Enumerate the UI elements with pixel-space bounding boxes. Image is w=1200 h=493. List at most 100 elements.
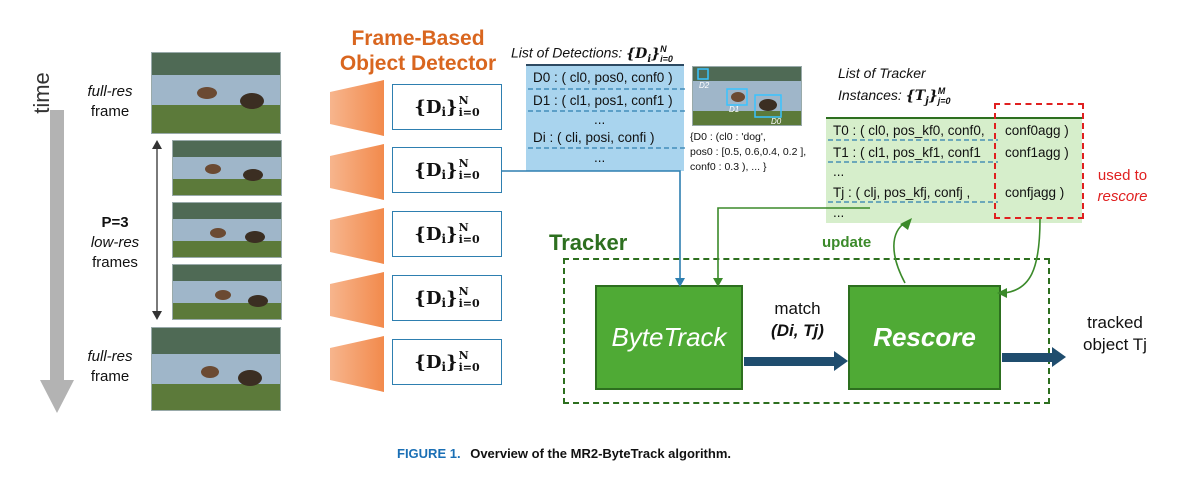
detections-title-sub: i <box>647 53 652 65</box>
det-set-sup: N <box>458 157 469 170</box>
detector-trapezoid-5 <box>330 336 384 392</box>
detector-trapezoid-1 <box>330 80 384 136</box>
low-res-label: P=3 low-res frames <box>80 213 150 273</box>
tracker-row-0: T0 : ( cl0, pos_kf0, conf0, <box>833 123 985 138</box>
tracker-row-1-agg: conf1agg ) <box>1005 145 1069 160</box>
tracker-title-line2: Instances: <box>838 87 906 103</box>
detection-example-image: D2 D1 D0 <box>692 66 802 126</box>
detections-row-3: Di : ( cli, posi, confi ) <box>533 130 655 145</box>
det-set-close: } <box>446 159 458 181</box>
full-res-bottom-label: full-res frame <box>70 347 150 387</box>
det-set-sup: N <box>458 285 469 298</box>
caption-text: Overview of the MR2-ByteTrack algorithm. <box>470 446 731 461</box>
update-label: update <box>822 234 872 251</box>
det-set-sub2: i=0 <box>458 297 480 310</box>
low-res-frame-1 <box>172 140 282 196</box>
tracker-title-sup: M <box>937 86 946 97</box>
low-res-line2: frames <box>92 254 138 271</box>
det-set-symbol: {D <box>414 351 442 373</box>
det-set-sub2: i=0 <box>458 361 480 374</box>
p-label: P=3 <box>101 214 129 231</box>
det-set-sub2: i=0 <box>458 169 480 182</box>
low-res-frame-2 <box>172 202 282 258</box>
tracker-title-close: } <box>928 88 938 104</box>
detections-title-sub2: i=0 <box>660 54 673 64</box>
det-set-sub: i <box>441 296 447 310</box>
detection-example-text: {D0 : (cl0 : 'dog', pos0 : [0.5, 0.6,0.4… <box>690 130 806 175</box>
bytetrack-label: ByteTrack <box>611 322 727 352</box>
detections-title-sup: N <box>660 44 667 54</box>
full-res-top-label: full-res frame <box>70 82 150 122</box>
detections-dashed-lines <box>528 88 686 149</box>
example-line2: pos0 : [0.5, 0.6,0.4, 0.2 ], <box>690 146 807 158</box>
detections-row-2: ... <box>594 112 606 127</box>
tracker-dashed-frame <box>563 258 1050 404</box>
detector-trapezoid-3 <box>330 208 384 264</box>
detections-row-1: D1 : ( cl1, pos1, conf1 ) <box>533 93 673 108</box>
tracker-dashed-lines <box>828 139 998 203</box>
figure-caption: FIGURE 1. Overview of the MR2-ByteTrack … <box>397 446 731 461</box>
tracker-row-0-agg: conf0agg ) <box>1005 123 1069 138</box>
detections-list-panel <box>526 64 684 171</box>
detector-trapezoids <box>330 80 384 392</box>
full-res-bottom-line1: full-res <box>87 348 133 365</box>
output-line2: object Tj <box>1083 335 1147 354</box>
bbox-label-d1: D1 <box>729 105 740 114</box>
det-set-close: } <box>446 223 458 245</box>
det-set-sub2: i=0 <box>458 233 480 246</box>
caption-figure-number: FIGURE 1. <box>397 446 461 461</box>
detections-row-4: ... <box>594 150 606 165</box>
det-set-sub: i <box>441 168 447 182</box>
match-args: (Di, Tj) <box>771 321 824 340</box>
det-set-sub: i <box>441 105 447 119</box>
det-set-symbol: {D <box>414 287 442 309</box>
tracker-row-3-agg: confjagg ) <box>1005 185 1065 200</box>
tracker-title-line1: List of Tracker <box>838 65 926 81</box>
detector-trapezoid-2 <box>330 144 384 200</box>
detections-to-bytetrack-arrow <box>502 170 681 281</box>
tracker-row-4: ... <box>833 205 845 220</box>
output-label: tracked object Tj <box>1065 312 1165 356</box>
det-set-close: } <box>446 351 458 373</box>
bbox-label-d2: D2 <box>699 81 710 90</box>
bytetrack-box: ByteTrack <box>595 285 743 390</box>
output-line1: tracked <box>1087 313 1143 332</box>
det-set-sup: N <box>458 94 469 107</box>
example-line1: {D0 : (cl0 : 'dog', <box>690 131 766 143</box>
det-set-sub: i <box>441 232 447 246</box>
tracker-list-panel <box>826 117 1082 223</box>
full-res-top-line1: full-res <box>87 83 133 100</box>
match-label: match (Di, Tj) <box>755 298 840 342</box>
det-set-symbol: {D <box>414 223 442 245</box>
detector-title: Frame-Based Object Detector <box>318 26 518 76</box>
detections-title-close: } <box>651 45 661 62</box>
full-res-top-line2: frame <box>90 103 130 120</box>
detections-row-0: D0 : ( cl0, pos0, conf0 ) <box>533 70 673 85</box>
low-res-frame-3 <box>172 264 282 320</box>
time-axis-arrow <box>40 110 74 413</box>
low-res-span-arrow <box>152 140 162 320</box>
det-set-close: } <box>446 287 458 309</box>
agg-to-rescore-arrow <box>1003 218 1041 294</box>
rescore-label: Rescore <box>873 322 976 352</box>
detections-title-math: {D <box>626 45 648 62</box>
match-text: match <box>774 299 821 318</box>
note-line1: used to <box>1097 167 1148 184</box>
match-arrow <box>744 357 836 366</box>
low-res-line1: low-res <box>90 234 140 251</box>
tracker-title-sub: j <box>925 95 929 107</box>
detector-title-line2: Object Detector <box>339 52 497 75</box>
rescore-box: Rescore <box>848 285 1001 390</box>
tracker-to-bytetrack-arrow <box>717 207 870 281</box>
output-arrow <box>1002 353 1054 362</box>
tracker-title: Tracker <box>549 230 628 255</box>
note-line2: rescore <box>1097 188 1148 205</box>
detector-trapezoid-4 <box>330 272 384 328</box>
